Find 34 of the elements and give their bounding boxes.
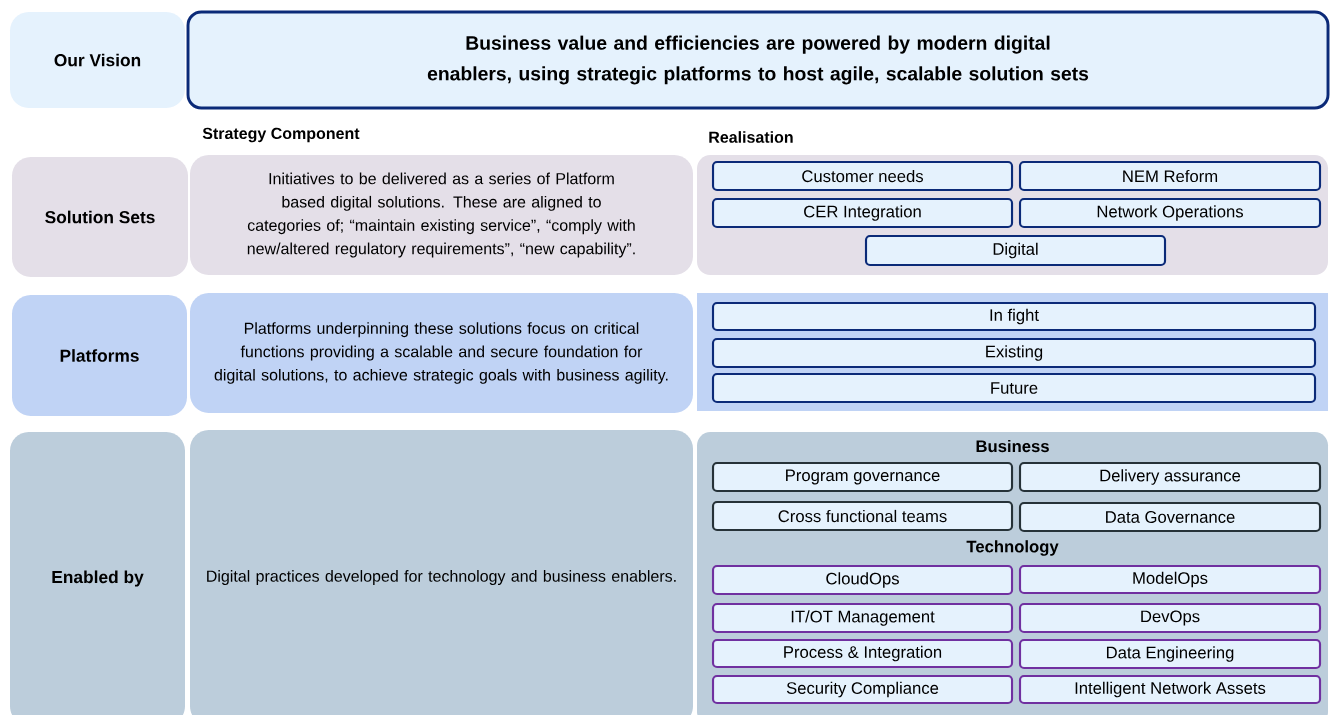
section-heading: Technology <box>966 540 1059 556</box>
item-box: Data Governance <box>1018 501 1322 533</box>
item-box: Future <box>711 372 1317 404</box>
vision-statement-box: Business value and efficiencies are powered by modern digital enablers, using strategic platforms to host agile, scalable solution sets <box>186 10 1330 110</box>
row-header: Solution Sets <box>12 157 188 277</box>
item-box: CER Integration <box>711 197 1014 229</box>
node-label: Initiatives to be delivered as a series of Platform based digital solutions. These are aligned to categories of; “maintain existing service”, “comply with new/altered regulatory requirements”, “new capability”. <box>247 172 635 258</box>
description-box: Digital practices developed for technology and business enablers. <box>190 430 693 715</box>
item-box: Customer needs <box>711 160 1014 192</box>
description-box: Platforms underpinning these solutions focus on critical functions providing a scalable and secure foundation for digital solutions, to achieve strategic goals with business agility. <box>190 293 693 413</box>
item-box: DevOps <box>1018 602 1322 634</box>
column-heading: Realisation <box>709 131 793 143</box>
item-box: ModelOps <box>1018 564 1322 595</box>
node-label: Solution Sets <box>45 210 155 224</box>
item-box: NEM Reform <box>1018 160 1322 192</box>
column-heading: Strategy Component <box>202 127 360 143</box>
row-header: Our Vision <box>10 12 185 108</box>
row-header: Platforms <box>12 295 187 416</box>
item-box: Process & Integration <box>711 638 1014 669</box>
description-box: Initiatives to be delivered as a series of Platform based digital solutions. These are aligned to categories of; “maintain existing service”, “comply with new/altered regulatory requirements”, “new capability”. <box>190 155 693 275</box>
item-box: Data Engineering <box>1018 638 1322 670</box>
item-box: Program governance <box>711 461 1014 493</box>
item-box: Intelligent Network Assets <box>1018 674 1322 705</box>
item-box: Cross functional teams <box>711 500 1014 532</box>
item-box: Delivery assurance <box>1018 461 1322 493</box>
item-box: Network Operations <box>1018 197 1322 229</box>
item-box: Security Compliance <box>711 674 1014 705</box>
item-box: CloudOps <box>711 564 1014 596</box>
item-box: IT/OT Management <box>711 602 1014 634</box>
section-heading: Business <box>976 439 1049 453</box>
item-box: Digital <box>864 234 1167 267</box>
item-box: In fight <box>711 301 1317 332</box>
row-header: Enabled by <box>10 432 185 715</box>
item-box: Existing <box>711 337 1317 369</box>
